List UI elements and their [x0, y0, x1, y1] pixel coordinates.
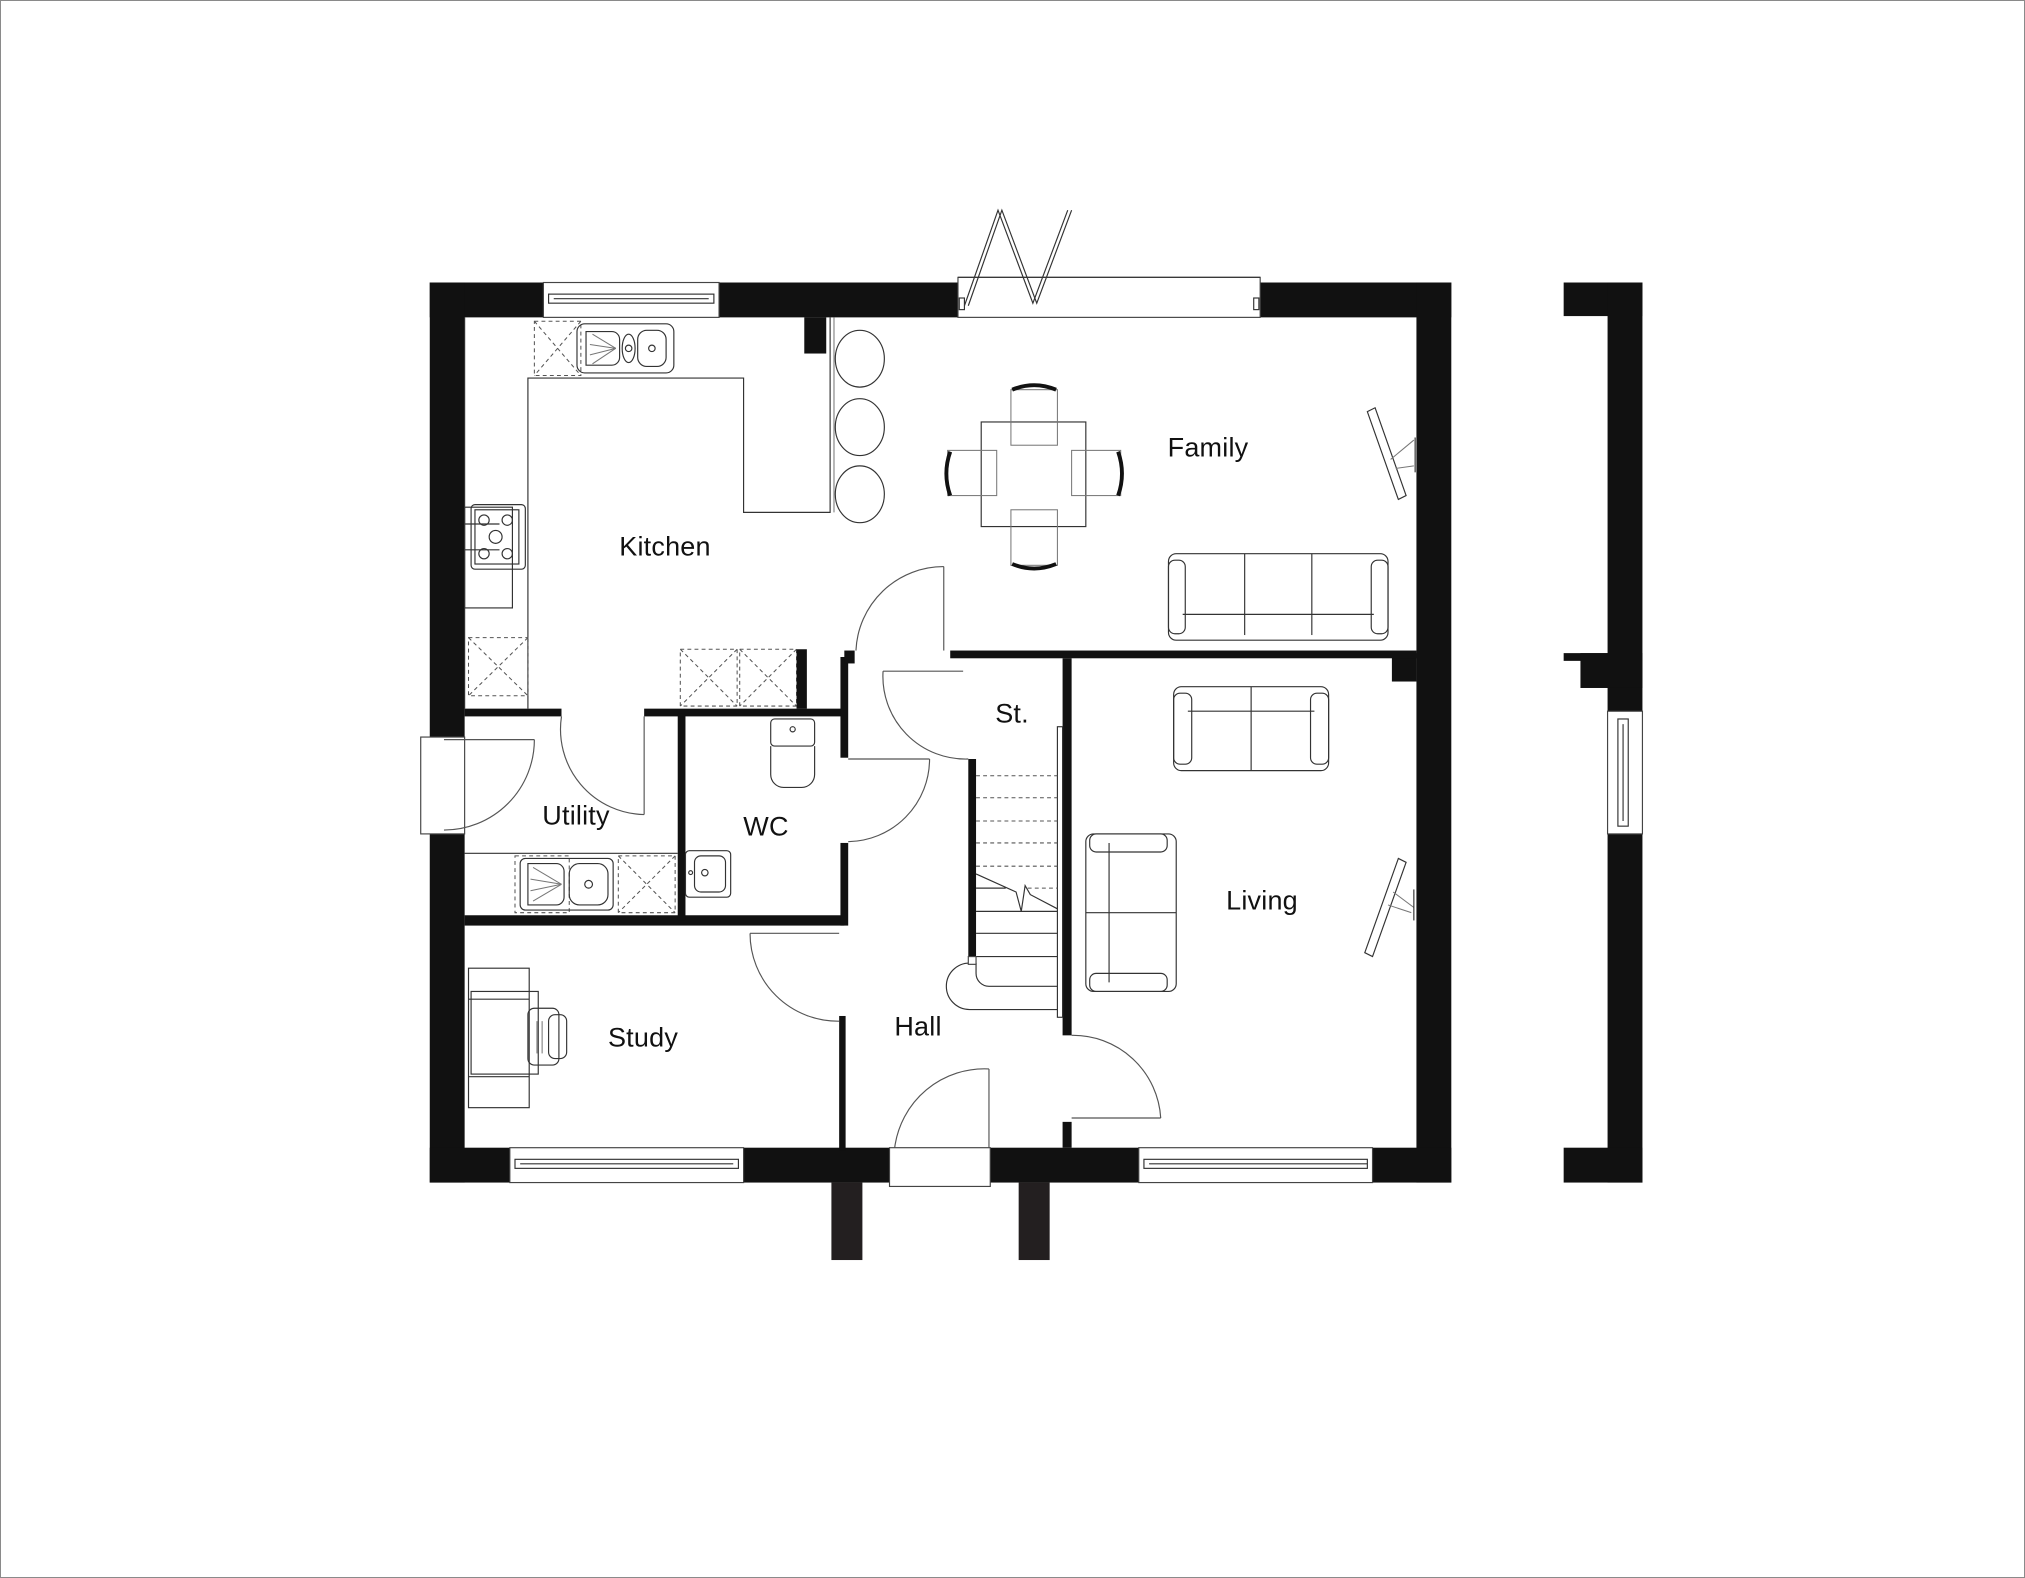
living-sofa-left [1085, 833, 1177, 993]
room-label-study: Study [607, 1022, 679, 1053]
doors[interactable] [420, 566, 1162, 1188]
room-label-utility: Utility [542, 800, 610, 831]
living-sofa-top [1173, 686, 1330, 772]
room-label-wc: WC [743, 811, 789, 842]
adjacent-wing-walls [1563, 282, 1644, 1183]
room-label-kitchen: Kitchen [619, 531, 711, 562]
room-label-living: Living [1226, 885, 1298, 916]
wc-basin [684, 850, 732, 898]
study-chair [470, 990, 568, 1075]
hob [464, 504, 526, 609]
internal-walls [464, 650, 1417, 1151]
family-sofa [1167, 553, 1389, 641]
windows [509, 281, 1374, 1184]
wc-toilet [770, 718, 816, 788]
room-label-family: Family [1167, 432, 1249, 463]
kitchen-sink [576, 323, 675, 374]
utility-sink [519, 857, 614, 911]
outer-walls [429, 282, 1452, 1183]
room-label-hall: Hall [894, 1011, 942, 1042]
utility-units [464, 852, 678, 914]
dining-chairs [944, 383, 1124, 571]
dining-table [980, 421, 1087, 528]
kitchen-units [464, 317, 831, 709]
family-tv [1366, 406, 1416, 501]
staircase [945, 726, 1064, 1018]
room-label-storage: St. [995, 698, 1029, 729]
bifold-doors[interactable] [957, 208, 1261, 318]
breakfast-bar-stools [833, 317, 885, 524]
living-tv [1364, 857, 1415, 958]
study-desk [467, 967, 530, 1109]
porch-pillars [831, 1182, 1050, 1261]
